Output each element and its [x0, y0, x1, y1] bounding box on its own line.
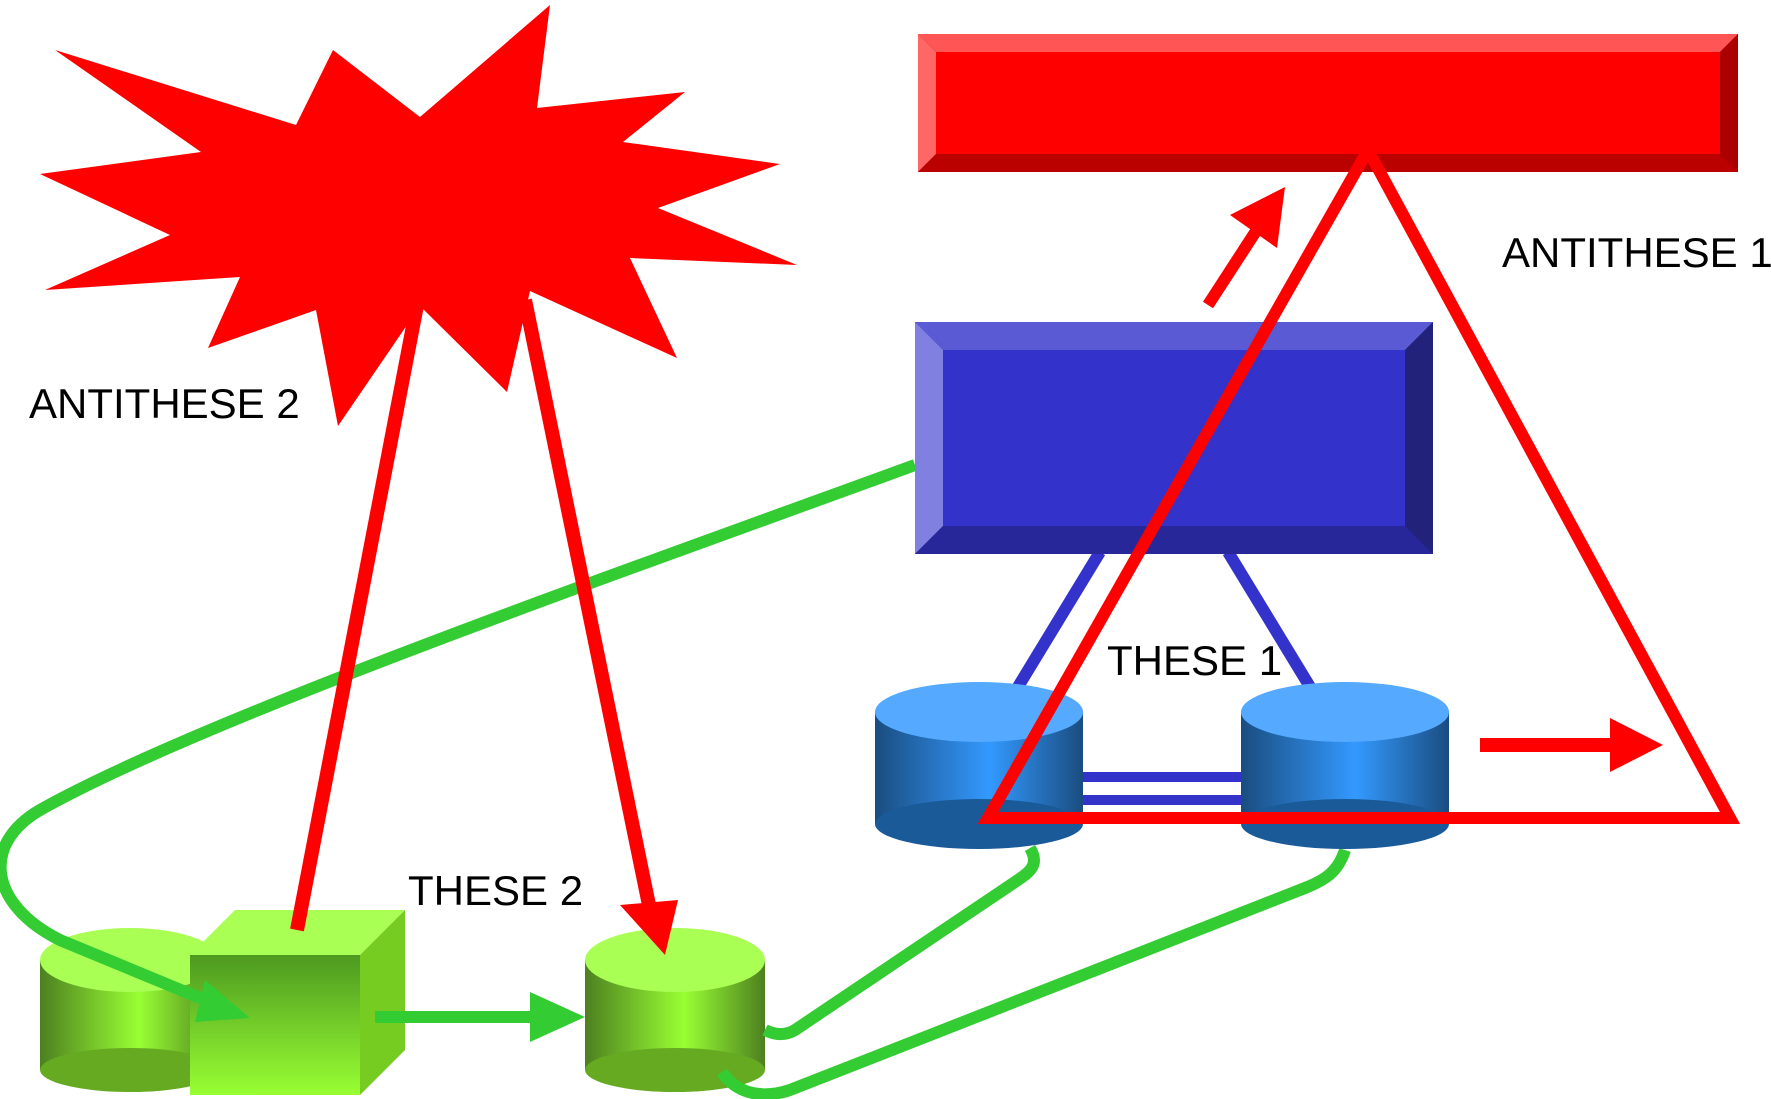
label-antithese-1: ANTITHESE 1 [1502, 229, 1771, 276]
red-triangle [977, 137, 1741, 824]
label-antithese-2: ANTITHESE 2 [29, 380, 300, 427]
blue-links [1004, 548, 1324, 805]
label-these-2: THESE 2 [408, 867, 583, 914]
green-link-box-to-cube [0, 459, 918, 1006]
blue-cylinder-right [1241, 682, 1449, 849]
red-starburst [40, 5, 797, 426]
blue-box [915, 322, 1433, 554]
red-arrow-right [1480, 718, 1663, 772]
red-arrow-starburst-to-cylinder [518, 298, 678, 955]
green-cylinder-middle [585, 928, 765, 1092]
green-arrow-cube-to-cylinder [375, 992, 585, 1042]
green-link-blue-cylinder-right [716, 847, 1351, 1099]
green-link-blue-cylinder-left [762, 844, 1040, 1041]
red-arrow-starburst-to-cube [290, 298, 425, 932]
blue-cylinder-left [875, 682, 1083, 849]
red-bar [918, 34, 1738, 172]
green-arrowhead-cube [195, 980, 250, 1022]
green-cube [190, 910, 405, 1095]
red-arrow-to-bar [1202, 187, 1285, 309]
label-these-1: THESE 1 [1107, 637, 1282, 684]
